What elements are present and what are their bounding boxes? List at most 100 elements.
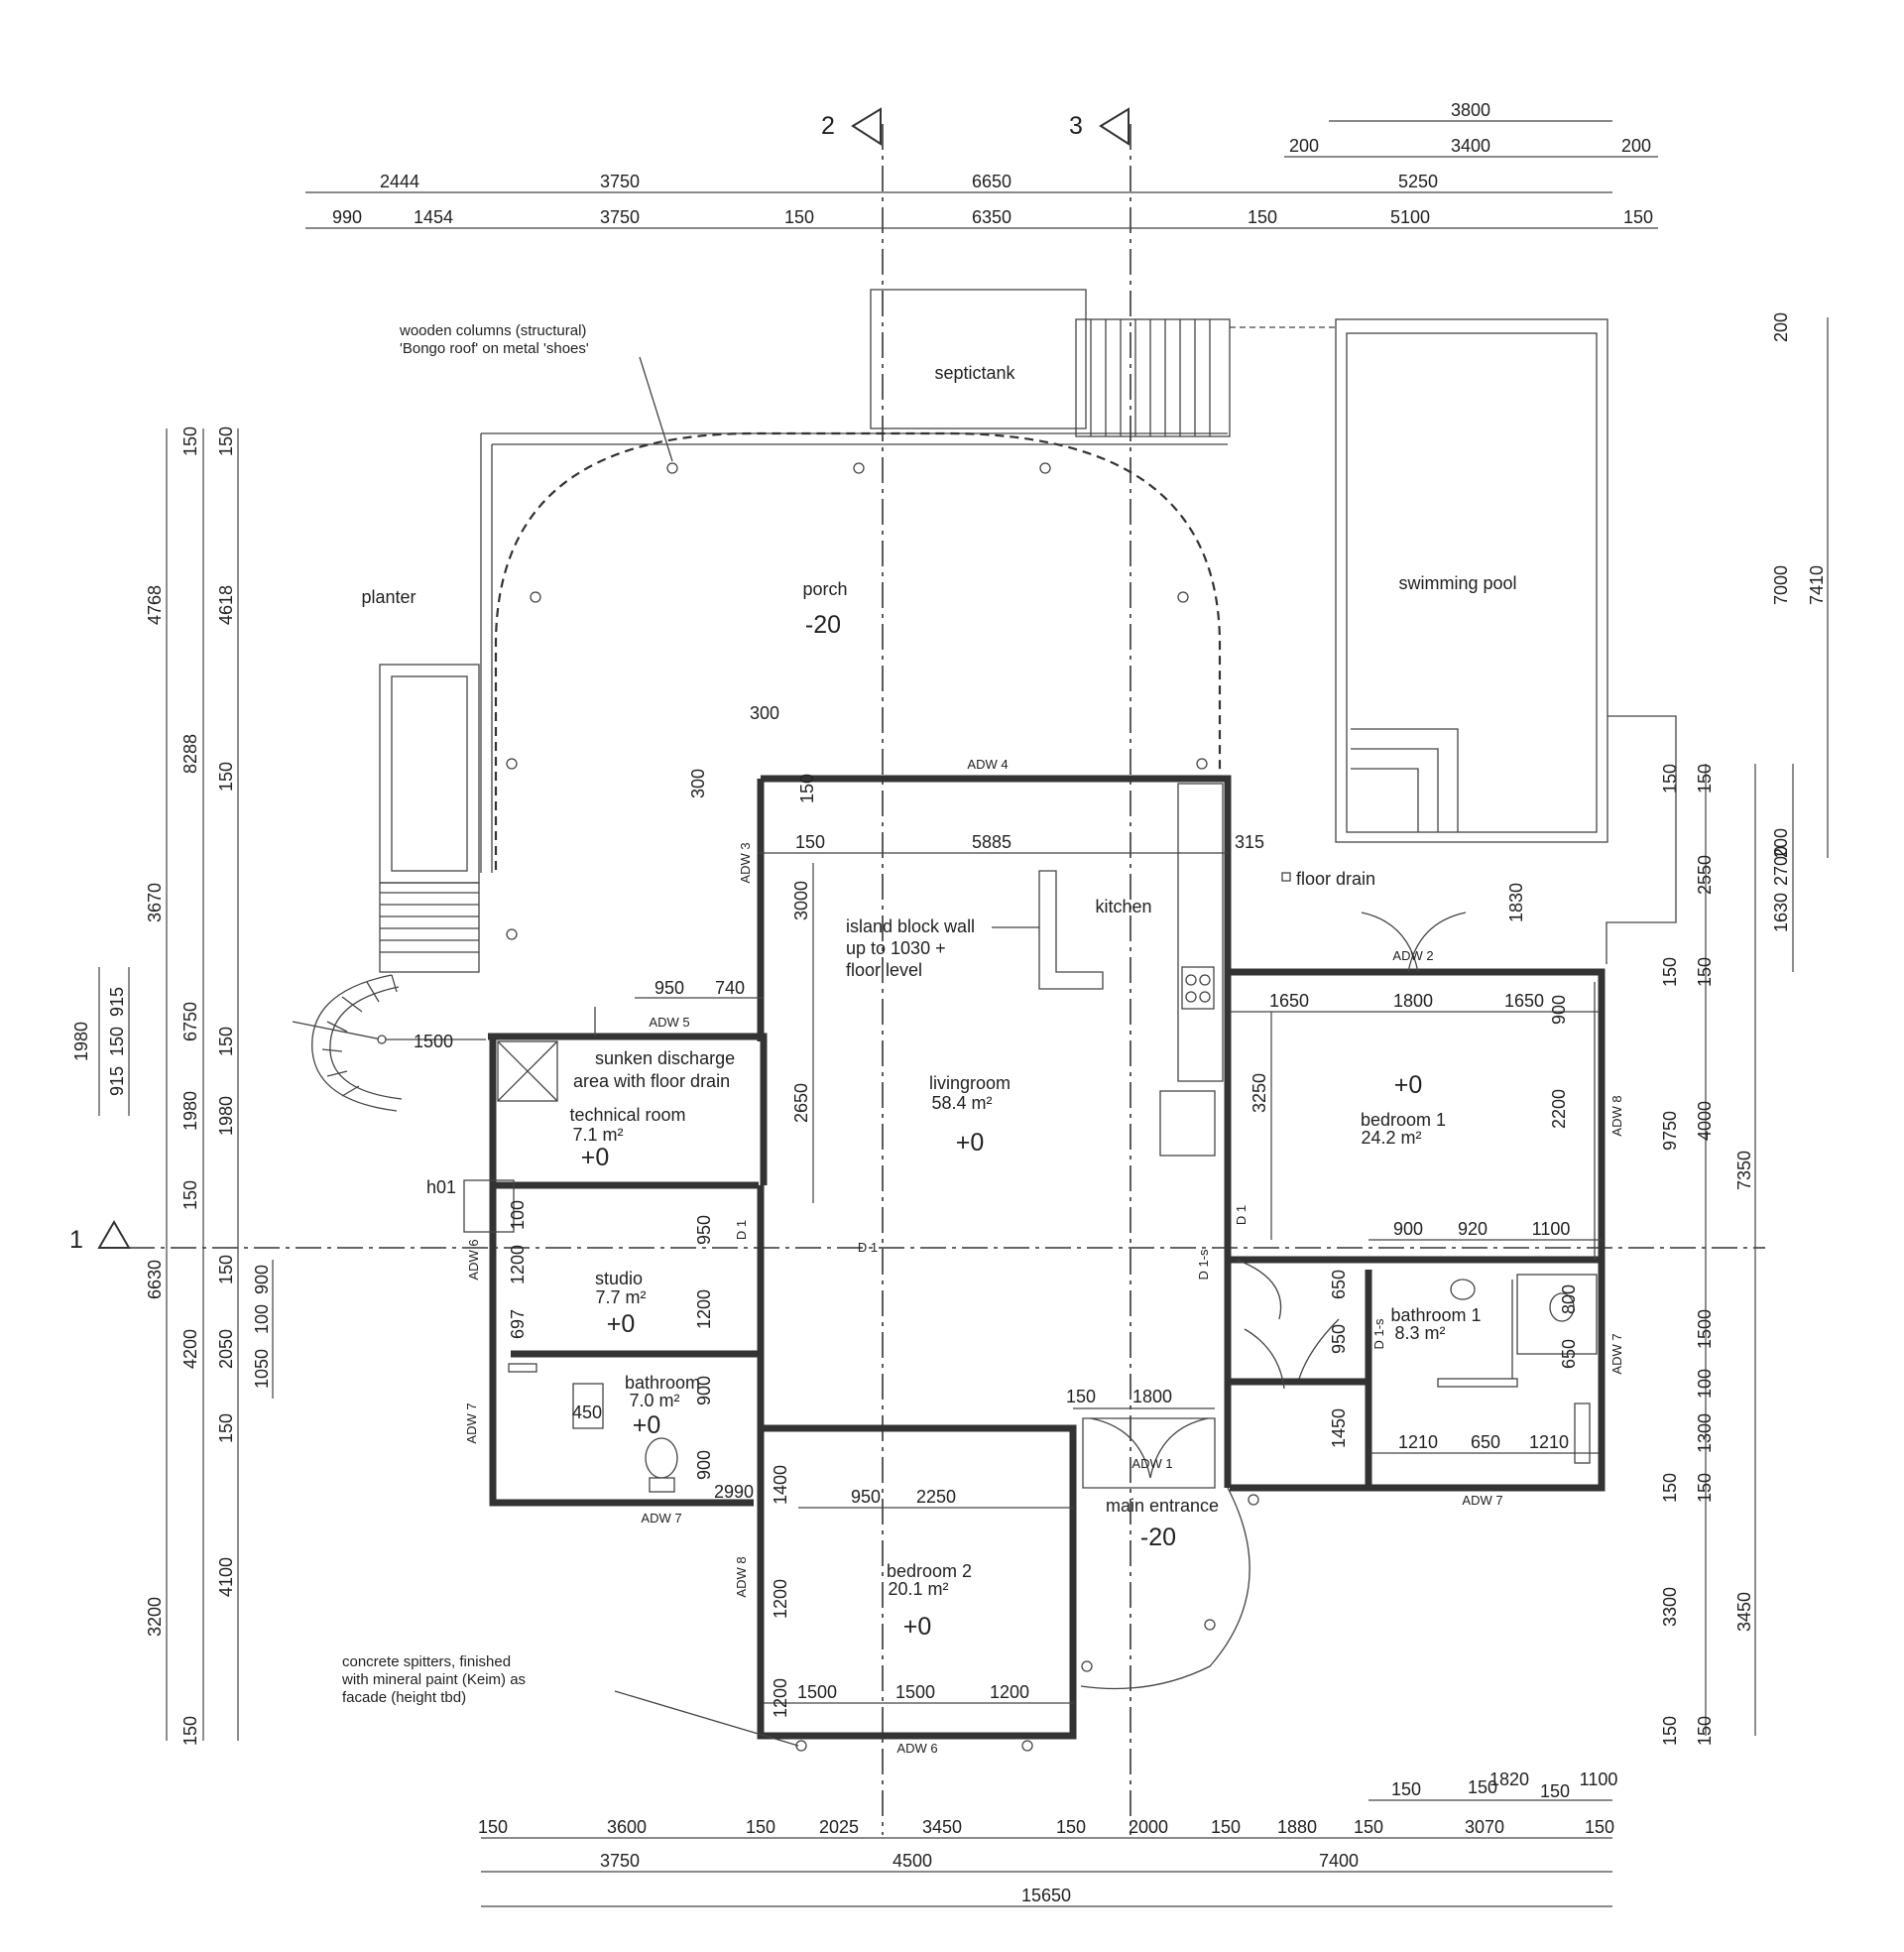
dim-int: 650 — [1329, 1270, 1349, 1299]
left-dimensions: 4768 8288 3670 6750 1980 6630 4200 3200 … — [71, 427, 274, 1746]
dim-int: 900 — [694, 1450, 714, 1480]
dim-int: 800 — [1559, 1284, 1579, 1314]
note-h01: h01 — [426, 1177, 456, 1197]
tag-d1c: D 1 — [1234, 1205, 1249, 1225]
dim-left: 915 — [107, 1066, 127, 1096]
dim-left: 150 — [216, 1255, 236, 1284]
dim-bottom: 1880 — [1277, 1817, 1317, 1837]
dim-int: 150 — [1066, 1387, 1096, 1406]
tag-d1s-b: D 1-s — [1371, 1318, 1386, 1350]
dim-left: 4200 — [180, 1329, 200, 1369]
room-pool-name: swimming pool — [1398, 573, 1516, 593]
room-bedroom1-area: 24.2 m² — [1361, 1128, 1421, 1148]
right-dimensions: 150 150 150 9750 150 3300 150 2550 150 4… — [1660, 312, 1829, 1746]
dim-left: 2050 — [216, 1329, 236, 1369]
note-island-line2: up to 1030 + — [846, 938, 946, 958]
dim-int: 650 — [1559, 1339, 1579, 1369]
dim-right: 150 — [1695, 957, 1715, 987]
dim-int: 1450 — [1329, 1408, 1349, 1448]
dim-int: 1200 — [771, 1579, 790, 1619]
dim-bottom: 7400 — [1319, 1851, 1359, 1871]
dim-int: 450 — [572, 1403, 602, 1422]
tag-adw8b: ADW 8 — [734, 1556, 749, 1597]
dim-bottom: 150 — [1585, 1817, 1614, 1837]
dim-left: 6630 — [145, 1260, 165, 1299]
dim-top: 200 — [1289, 136, 1319, 156]
axis-3-label: 3 — [1069, 112, 1083, 140]
dim-right: 150 — [1660, 1473, 1680, 1503]
dim-int: 315 — [1235, 832, 1264, 852]
note-spitters-line1: concrete spitters, finished — [342, 1653, 511, 1670]
axis-2-label: 2 — [821, 112, 835, 140]
dim-int: 1830 — [1506, 883, 1526, 922]
dim-right: 150 — [1660, 957, 1680, 987]
dim-bottom: 150 — [746, 1817, 775, 1837]
dim-right: 150 — [1660, 1716, 1680, 1746]
tag-adw7a: ADW 7 — [464, 1403, 479, 1443]
grid-axes: 2 3 1 — [69, 107, 1765, 1835]
dim-right: 1500 — [1695, 1309, 1715, 1349]
axis-2-marker-icon — [851, 107, 882, 146]
dim-int: 2250 — [916, 1487, 956, 1507]
dim-right: 1300 — [1695, 1413, 1715, 1453]
tag-adw5: ADW 5 — [649, 1015, 689, 1030]
dim-int: 1650 — [1504, 991, 1544, 1011]
room-studio-area: 7.7 m² — [595, 1287, 646, 1307]
tag-adw6a: ADW 6 — [466, 1239, 481, 1280]
dim-int: 1800 — [1132, 1387, 1172, 1406]
tag-adw2: ADW 2 — [1392, 948, 1433, 963]
room-bedroom2-name: bedroom 2 — [887, 1561, 972, 1581]
room-studio-name: studio — [595, 1269, 643, 1288]
dim-bottom: 1820 — [1489, 1769, 1529, 1789]
dim-right: 150 — [1695, 764, 1715, 793]
dim-int: 950 — [1329, 1324, 1349, 1354]
dim-top: 1454 — [414, 207, 453, 227]
room-technical-level: +0 — [581, 1144, 610, 1171]
dim-int: 950 — [851, 1487, 881, 1507]
room-kitchen-name: kitchen — [1095, 897, 1151, 916]
dim-bottom: 3750 — [600, 1851, 640, 1871]
tag-adw8a: ADW 8 — [1609, 1095, 1624, 1136]
note-sunken-line1: sunken discharge — [595, 1048, 735, 1068]
dim-bottom: 3600 — [607, 1817, 647, 1837]
dim-bottom: 150 — [1468, 1777, 1497, 1797]
dim-left: 150 — [180, 1180, 200, 1210]
room-entrance-name: main entrance — [1106, 1496, 1219, 1516]
top-dimensions: 3800 200 3400 200 2444 3750 6650 5250 99… — [305, 100, 1658, 229]
tag-adw3: ADW 3 — [738, 842, 753, 883]
dim-left: 900 — [252, 1265, 272, 1294]
dim-right: 100 — [1695, 1369, 1715, 1399]
dim-top: 150 — [784, 207, 814, 227]
dim-right: 200 — [1771, 828, 1791, 858]
dim-int: 5885 — [972, 832, 1012, 852]
pool-inner — [1346, 332, 1598, 833]
room-entrance-level: -20 — [1140, 1524, 1176, 1551]
dim-int: 1500 — [895, 1682, 935, 1702]
tag-adw1: ADW 1 — [1131, 1456, 1172, 1471]
dim-top: 990 — [332, 207, 362, 227]
room-livingroom-area: 58.4 m² — [931, 1093, 992, 1113]
dim-right: 150 — [1695, 1716, 1715, 1746]
dim-bottom-total: 15650 — [1021, 1886, 1071, 1905]
dim-right: 2700 — [1771, 846, 1791, 886]
site-elements — [292, 289, 1677, 1112]
dim-bottom: 150 — [1540, 1781, 1570, 1801]
dim-top: 200 — [1621, 136, 1651, 156]
room-bathroom-name: bathroom — [625, 1373, 700, 1393]
building-walls — [463, 775, 1606, 1740]
dim-int: 1400 — [771, 1465, 790, 1505]
note-spitters-line3: facade (height tbd) — [342, 1689, 466, 1706]
interior-dimensions: 300 300 150 150 5885 315 3000 950 740 26… — [414, 703, 1602, 1718]
annotations: wooden columns (structural) 'Bongo roof'… — [341, 322, 1375, 1747]
steps — [1075, 318, 1231, 437]
dim-int: 1210 — [1398, 1432, 1438, 1452]
dim-left: 4618 — [216, 585, 236, 625]
note-columns-line1: wooden columns (structural) — [399, 322, 586, 339]
tag-adw7c: ADW 7 — [1609, 1333, 1624, 1374]
dim-left: 100 — [252, 1304, 272, 1334]
dim-int: 2990 — [714, 1482, 754, 1502]
dim-int: 100 — [508, 1200, 528, 1230]
room-technical-name: technical room — [569, 1105, 685, 1125]
dim-top: 150 — [1248, 207, 1277, 227]
dim-left: 150 — [180, 1716, 200, 1746]
